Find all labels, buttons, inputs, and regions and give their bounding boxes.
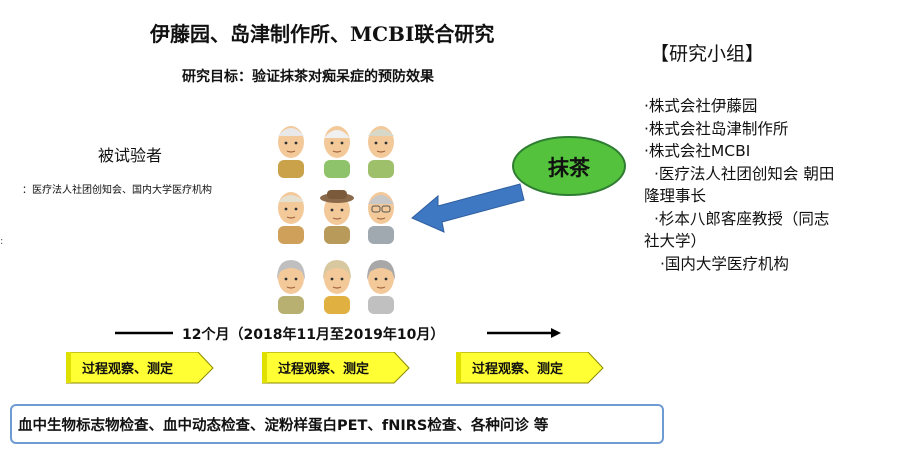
research-group-list: ·株式会社伊藤园 ·株式会社岛津制作所 ·株式会社MCBI ·医疗法人社团创知会… — [644, 95, 894, 275]
stray-mark: : — [0, 236, 4, 247]
observation-box: 过程观察、测定 — [456, 352, 604, 384]
elderly-person-icon — [278, 192, 304, 244]
member-item-continued: 社大学） — [644, 232, 707, 250]
observation-label: 过程观察、测定 — [82, 362, 174, 377]
observation-label: 过程观察、测定 — [472, 362, 564, 377]
timeline-arrow — [115, 328, 561, 338]
member-item: ·杉本八郎客座教授（同志 — [654, 209, 830, 228]
tests-box: 血中生物标志物检查、血中动态检查、淀粉样蛋白PET、fNIRS检查、各种问诊 等 — [10, 404, 664, 444]
member-item: ·株式会社MCBI — [644, 142, 751, 160]
elderly-person-icon — [323, 260, 351, 314]
tests-label: 血中生物标志物检查、血中动态检查、淀粉样蛋白PET、fNIRS检查、各种问诊 等 — [18, 418, 549, 434]
elderly-person-icon — [368, 126, 394, 178]
member-item: ·国内大学医疗机构 — [660, 254, 789, 273]
elderly-people-grid — [270, 122, 408, 318]
member-item: ·株式会社伊藤园 — [644, 97, 758, 115]
research-goal: 研究目标：验证抹茶对痴呆症的预防效果 — [182, 69, 434, 85]
research-group-title: 【研究小组】 — [650, 43, 765, 65]
elderly-person-icon — [367, 260, 395, 314]
elderly-person-icon — [277, 260, 305, 314]
elderly-person-icon — [320, 190, 354, 244]
arrow-right-icon — [551, 328, 561, 338]
member-item: ·株式会社岛津制作所 — [644, 119, 789, 138]
timeline-label: 12个月（2018年11月至2019年10月） — [182, 327, 445, 343]
observation-box: 过程观察、测定 — [66, 352, 214, 384]
member-item: ·医疗法人社团创知会 朝田 — [654, 164, 835, 183]
elderly-person-icon — [324, 126, 350, 178]
matcha-label: 抹茶 — [548, 156, 590, 180]
subjects-label: 被试验者 — [98, 146, 163, 165]
elderly-person-icon — [278, 126, 304, 178]
observation-box: 过程观察、测定 — [262, 352, 410, 384]
subjects-detail: ：医疗法人社团创知会、国内大学医疗机构 — [22, 185, 212, 196]
page-title: 伊藤园、岛津制作所、MCBI联合研究 — [150, 22, 495, 46]
observation-label: 过程观察、测定 — [278, 362, 370, 377]
elderly-person-icon — [368, 192, 394, 244]
member-item-continued: 隆理事长 — [644, 187, 707, 205]
matcha-ellipse: 抹茶 — [511, 135, 627, 197]
arrow-left-icon — [411, 183, 525, 233]
